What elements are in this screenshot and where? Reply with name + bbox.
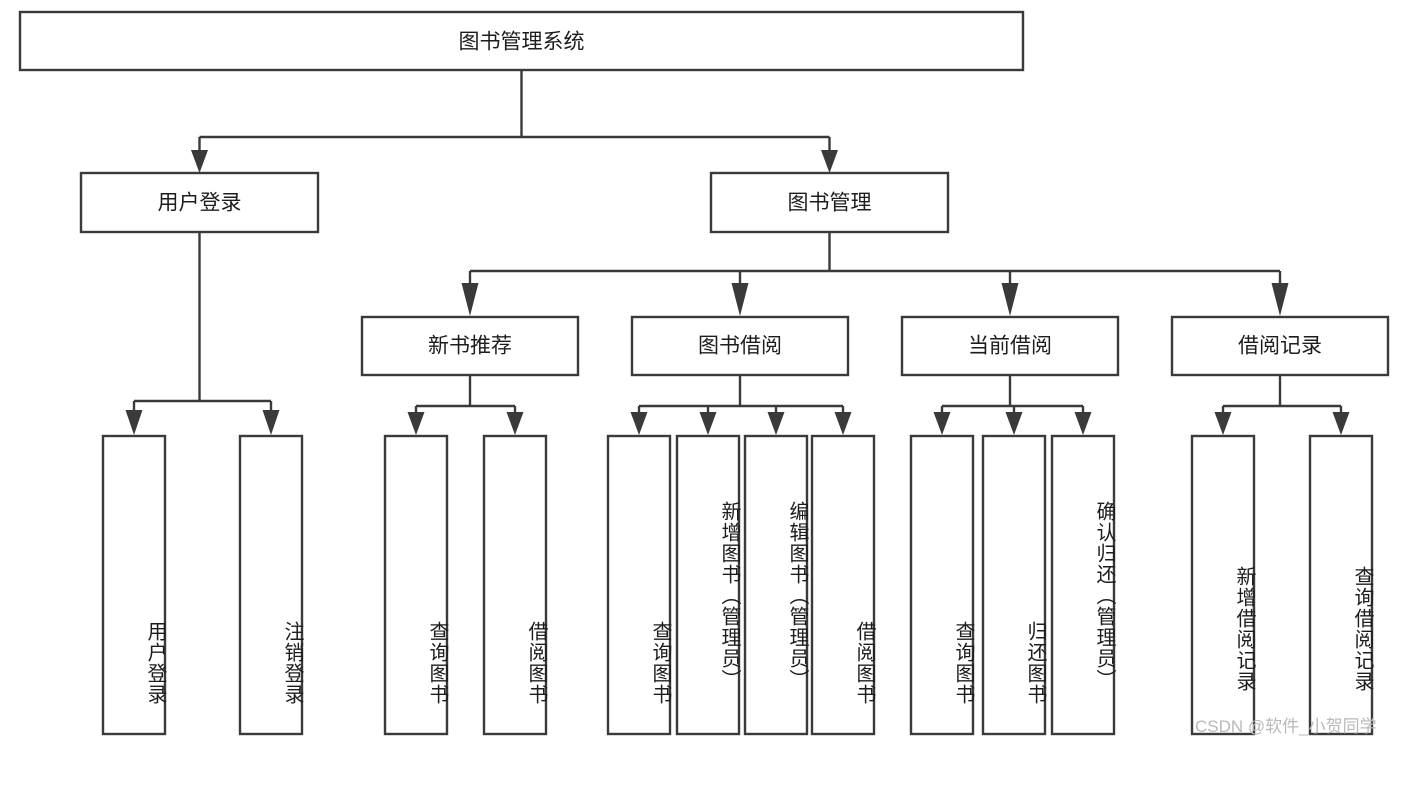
leaf-box-query-book-2[interactable] — [606, 434, 672, 736]
node-user-login[interactable]: 用户登录 — [79, 171, 320, 234]
arrowhead-user-login — [191, 150, 208, 173]
node-new-book-rec[interactable]: 新书推荐 — [360, 315, 580, 377]
current-borrow-box[interactable] — [900, 315, 1120, 377]
arrowhead-leaf-query-book-3 — [933, 412, 951, 435]
node-current-borrow[interactable]: 当前借阅 — [900, 315, 1120, 377]
arrowhead-leaf-borrow-book-1 — [506, 412, 524, 435]
diagram-root: 图书管理系统 用户登录 图书管理 新书推荐 图书借阅 当前借阅 借阅记录 — [18, 10, 1390, 736]
node-book-manage[interactable]: 图书管理 — [709, 171, 950, 234]
arrowhead-leaf-user-logout — [262, 410, 280, 435]
book-borrow-label: 图书借阅 — [698, 335, 782, 358]
user-login-label: 用户登录 — [158, 192, 242, 215]
connector-layer — [125, 70, 1350, 435]
arrowhead-book-borrow — [731, 283, 749, 316]
leaf-box-user-logout[interactable] — [238, 434, 304, 736]
diagram-canvas: 图书管理系统 用户登录 图书管理 新书推荐 图书借阅 当前借阅 借阅记录 — [18, 10, 1390, 736]
borrow-record-label: 借阅记录 — [1238, 335, 1322, 358]
arrowhead-leaf-query-book-2 — [630, 412, 648, 435]
arrowhead-leaf-user-login — [125, 410, 143, 435]
leaf-box-add-book[interactable] — [675, 434, 741, 736]
leaf-box-query-record[interactable] — [1308, 434, 1374, 736]
leaf-box-query-book-3[interactable] — [909, 434, 975, 736]
arrowhead-leaf-borrow-book-2 — [834, 412, 852, 435]
arrowhead-leaf-add-record — [1214, 412, 1232, 435]
leaf-box-edit-book[interactable] — [743, 434, 809, 736]
arrowhead-borrow-record — [1271, 283, 1289, 316]
leaf-box-return-book[interactable] — [981, 434, 1047, 736]
book-manage-label: 图书管理 — [788, 192, 872, 215]
root-box[interactable] — [18, 10, 1025, 72]
new-book-rec-label: 新书推荐 — [428, 335, 512, 358]
node-root[interactable]: 图书管理系统 — [18, 10, 1025, 72]
leaf-box-borrow-book-1[interactable] — [482, 434, 548, 736]
arrowhead-leaf-return-book — [1005, 412, 1023, 435]
csdn-watermark: CSDN @软件_小贺同学 — [1195, 717, 1377, 736]
leaf-box-query-book-1[interactable] — [383, 434, 449, 736]
node-borrow-record[interactable]: 借阅记录 — [1170, 315, 1390, 377]
current-borrow-label: 当前借阅 — [968, 335, 1052, 358]
arrowhead-leaf-confirm-return — [1074, 412, 1092, 435]
leaf-box-user-login[interactable] — [101, 434, 167, 736]
leaf-box-confirm-return[interactable] — [1050, 434, 1116, 736]
root-label: 图书管理系统 — [459, 31, 585, 54]
leaf-box-borrow-book-2[interactable] — [810, 434, 876, 736]
borrow-record-box[interactable] — [1170, 315, 1390, 377]
book-borrow-box[interactable] — [630, 315, 850, 377]
leaf-box-add-record[interactable] — [1190, 434, 1256, 736]
node-book-borrow[interactable]: 图书借阅 — [630, 315, 850, 377]
new-book-rec-box[interactable] — [360, 315, 580, 377]
arrowhead-leaf-query-record — [1332, 412, 1350, 435]
arrowhead-new-book-rec — [461, 283, 479, 316]
arrowhead-leaf-query-book-1 — [407, 412, 425, 435]
arrowhead-leaf-edit-book — [767, 412, 785, 435]
leaf-box-layer — [101, 434, 1374, 736]
arrowhead-book-manage — [821, 150, 838, 173]
arrowhead-current-borrow — [1001, 283, 1019, 316]
user-login-box[interactable] — [79, 171, 320, 234]
arrowhead-leaf-add-book — [699, 412, 717, 435]
book-manage-box[interactable] — [709, 171, 950, 234]
